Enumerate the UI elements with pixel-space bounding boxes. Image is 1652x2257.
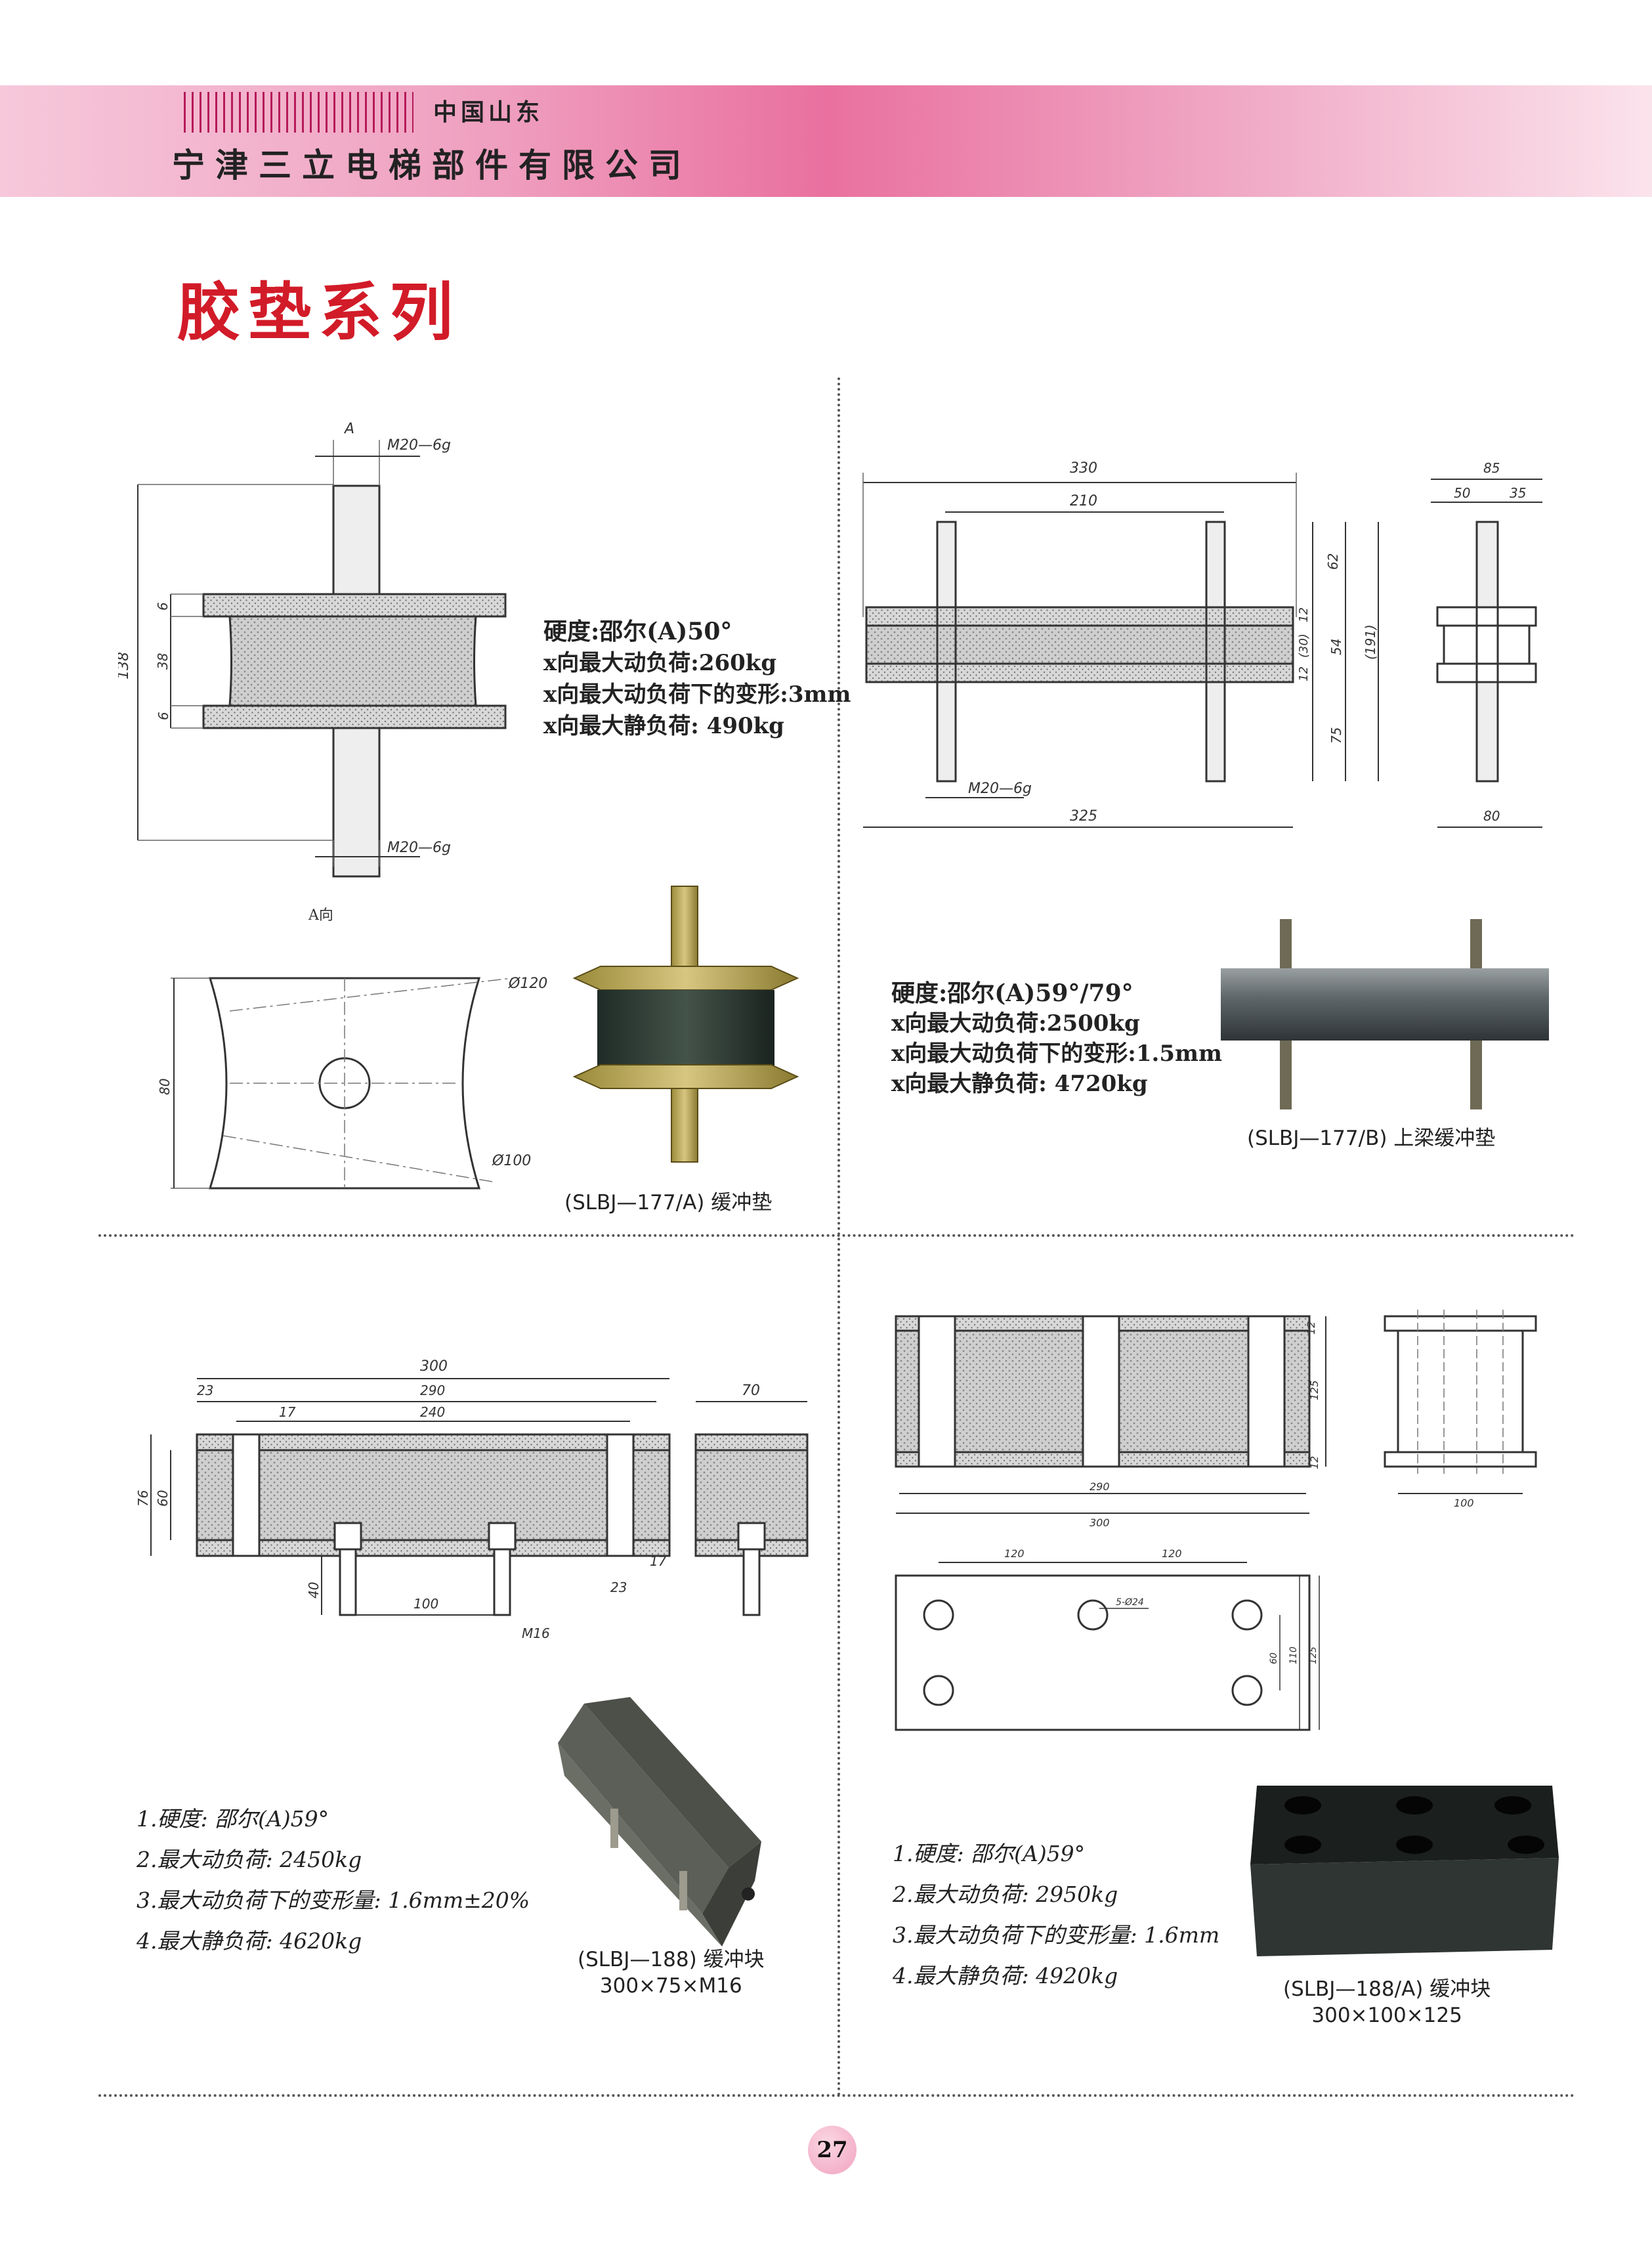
spec-line: x向最大动负荷下的变形:1.5mm xyxy=(891,1041,1222,1067)
slbj-188a-drawing: 12 125 12 290 300 100 120 120 5-Ø24 60 1… xyxy=(895,1310,1537,1731)
page-title: 胶垫系列 xyxy=(177,275,461,349)
slbj-188-drawing: 300 23 290 17 240 76 60 40 100 M16 23 17… xyxy=(135,1358,809,1641)
caption-line1: (SLBJ—188/A) 缓冲块 xyxy=(1283,1977,1491,2001)
spec-line: 2.最大动负荷: 2450kg xyxy=(137,1847,362,1872)
holes-label: 5-Ø24 xyxy=(1116,1597,1144,1608)
caption-line2: 300×100×125 xyxy=(1311,2004,1462,2027)
dim-plate1: 6 xyxy=(155,602,171,611)
slbj-177b-drawing: 330 210 325 M20—6g 62 12 (30) 54 (191) 1… xyxy=(862,460,1542,828)
dim-core: (30) xyxy=(1297,634,1311,658)
slbj-188a-photo xyxy=(1250,1786,1559,1956)
slbj-177a-caption: (SLBJ—177/A) 缓冲垫 xyxy=(564,1191,773,1214)
dim-side-b: 35 xyxy=(1510,485,1526,501)
dim-inner-diameter: Ø100 xyxy=(492,1153,531,1169)
spec-line: 1.硬度: 邵尔(A)59° xyxy=(137,1806,329,1832)
slbj-177b-specs: 硬度:邵尔(A)59°/79° x向最大动负荷:2500kg x向最大动负荷下的… xyxy=(891,978,1222,1099)
spec-line: 3.最大动负荷下的变形量: 1.6mm xyxy=(893,1922,1220,1948)
spec-line: 3.最大动负荷下的变形量: 1.6mm±20% xyxy=(137,1887,530,1913)
dim-125: 125 xyxy=(1308,1380,1321,1400)
slbj-177b-photo xyxy=(1221,919,1549,1109)
slbj-188-specs: 1.硬度: 邵尔(A)59° 2.最大动负荷: 2450kg 3.最大动负荷下的… xyxy=(137,1799,530,1962)
header-stripe-decoration xyxy=(184,92,413,133)
view-a-label: A向 xyxy=(308,907,333,924)
spec-line: 4.最大静负荷: 4620kg xyxy=(137,1928,362,1954)
slbj-188-caption: (SLBJ—188) 缓冲块 300×75×M16 xyxy=(578,1946,765,1999)
dim-outer-diameter: Ø120 xyxy=(508,976,547,992)
slbj-177a-front-drawing: A M20—6g M20—6g 138 6 38 6 xyxy=(118,421,507,878)
horizontal-divider-middle xyxy=(98,1234,1575,1237)
dim-top: 62 xyxy=(1325,553,1341,570)
thread-label-bottom: M20—6g xyxy=(387,840,451,856)
horizontal-divider-bottom xyxy=(98,2094,1575,2097)
dim-pitch: 210 xyxy=(1070,493,1097,509)
header-region: 中国山东 xyxy=(433,98,544,126)
caption-line2: 300×75×M16 xyxy=(599,1974,742,1998)
spec-line: 2.最大动负荷: 2950kg xyxy=(893,1881,1118,1907)
thread-label: M16 xyxy=(522,1625,550,1641)
dim-bottom: 75 xyxy=(1328,727,1344,744)
dim-76: 76 xyxy=(135,1490,151,1507)
dim-base-width: 325 xyxy=(1070,808,1097,825)
spec-line: x向最大动负荷:2500kg xyxy=(891,1010,1140,1037)
spec-line: x向最大静负荷: 490kg xyxy=(543,713,784,739)
dim-total-width: 330 xyxy=(1070,460,1097,477)
spec-line: 4.最大静负荷: 4920kg xyxy=(893,1963,1118,1988)
spec-line: 硬度:邵尔(A)59°/79° xyxy=(891,979,1133,1007)
dim-240: 240 xyxy=(420,1404,445,1420)
slbj-188a-caption: (SLBJ—188/A) 缓冲块 300×100×125 xyxy=(1283,1976,1491,2029)
dim-end-17: 17 xyxy=(650,1553,667,1569)
spec-line: x向最大静负荷: 4720kg xyxy=(891,1071,1148,1097)
dim-290: 290 xyxy=(420,1383,445,1398)
dim-plate2: 6 xyxy=(156,712,171,720)
dim-60: 60 xyxy=(155,1490,171,1507)
dim-110: 110 xyxy=(1288,1646,1299,1664)
thread-label-top: M20—6g xyxy=(387,437,451,454)
slbj-177a-specs: 硬度:邵尔(A)50° x向最大动负荷:260kg x向最大动负荷下的变形:3m… xyxy=(543,616,851,742)
dim-290: 290 xyxy=(1090,1480,1110,1493)
dim-12a: 12 xyxy=(1305,1322,1317,1335)
dim-core: 38 xyxy=(155,653,171,670)
dim-side-base: 80 xyxy=(1483,808,1500,824)
arrow-label: A xyxy=(343,421,354,437)
dim-17: 17 xyxy=(279,1404,296,1420)
spec-line: x向最大动负荷下的变形:3mm xyxy=(543,681,851,708)
dim-pitch: 100 xyxy=(413,1596,438,1612)
dim-23: 23 xyxy=(197,1383,213,1398)
spec-line: x向最大动负荷:260kg xyxy=(543,650,777,676)
dim-300: 300 xyxy=(1090,1516,1110,1529)
dim-view-height: 80 xyxy=(158,1079,173,1095)
slbj-188-photo xyxy=(558,1697,761,1946)
dim-12b: 12 xyxy=(1308,1456,1321,1469)
vertical-divider xyxy=(837,377,840,2097)
dim-end-23: 23 xyxy=(610,1580,627,1595)
dim-mid: 54 xyxy=(1328,639,1344,655)
dim-125b: 125 xyxy=(1308,1646,1319,1664)
dim-plate1: 12 xyxy=(1297,607,1311,622)
dim-40: 40 xyxy=(306,1582,322,1599)
spec-line: 硬度:邵尔(A)50° xyxy=(543,618,732,645)
page-number: 27 xyxy=(808,2126,857,2174)
dim-p2: 120 xyxy=(1162,1547,1182,1560)
dim-60: 60 xyxy=(1269,1652,1279,1664)
dim-p1: 120 xyxy=(1004,1547,1025,1560)
caption-line1: (SLBJ—188) 缓冲块 xyxy=(578,1948,765,1971)
slbj-177b-caption: (SLBJ—177/B) 上梁缓冲垫 xyxy=(1247,1127,1496,1150)
slbj-177a-a-view-drawing: 80 Ø120 Ø100 xyxy=(158,976,547,1190)
dim-side-100: 100 xyxy=(1454,1497,1474,1509)
dim-side-width: 70 xyxy=(742,1383,760,1399)
dim-side-a: 50 xyxy=(1454,485,1470,501)
slbj-177a-photo xyxy=(572,886,799,1163)
dim-total-height: 138 xyxy=(118,652,132,679)
thread-label: M20—6g xyxy=(968,781,1032,797)
dim-side-width: 85 xyxy=(1483,460,1500,476)
slbj-188a-specs: 1.硬度: 邵尔(A)59° 2.最大动负荷: 2950kg 3.最大动负荷下的… xyxy=(893,1834,1219,1996)
spec-line: 1.硬度: 邵尔(A)59° xyxy=(893,1841,1086,1866)
dim-total-width: 300 xyxy=(420,1358,448,1375)
dim-plate2: 12 xyxy=(1297,666,1311,681)
header-company-name: 宁津三立电梯部件有限公司 xyxy=(172,146,692,184)
dim-total-height: (191) xyxy=(1363,624,1378,660)
